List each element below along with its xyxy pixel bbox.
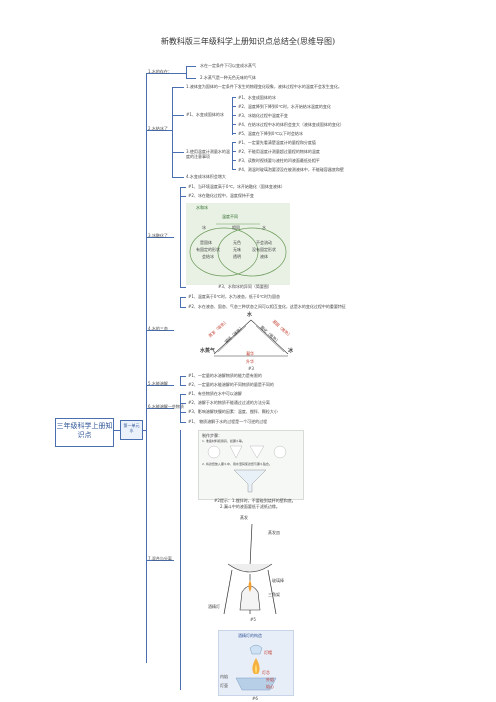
evap-label: 酒精灯: [208, 604, 220, 609]
lamp-label: 焰心: [266, 684, 274, 689]
filter-step: 1. 准备材料和用具，如漏斗等。: [202, 439, 245, 443]
section-2-item: #1、一定要先看清楚温度计的量程和分度值: [238, 140, 316, 145]
section-3-item: #2、冰在融化过程中，温度保持不变: [188, 193, 254, 198]
section-2-sub-label: #1、水变成固体的冰: [186, 112, 224, 117]
venn-center: 相同: [232, 225, 240, 230]
cycle-top: 水: [247, 312, 253, 318]
section-5-label: 5.水能溶解: [148, 381, 168, 386]
section-2-item: 1.液体变为固体的一定条件下发生的物理变化现象，液体过程中水的温度不会发生变化。: [186, 84, 342, 89]
venn-center-item: 透明: [233, 254, 241, 259]
filter-steps-label: 制作步骤：: [202, 433, 222, 438]
section-7-label: 7.混合与分离: [148, 556, 172, 561]
evaporation-apparatus: [223, 523, 277, 615]
cycle-right: 冰: [288, 348, 294, 354]
lamp-label: 灯芯: [262, 670, 270, 675]
venn-center-item: 无色: [233, 240, 241, 245]
section-5-item: #1、一定量的水溶解物质的能力是有限的: [188, 373, 262, 378]
section-1-item: 2.水蒸气是一种无色无味的气体: [200, 75, 256, 80]
evap-label: 三角架: [268, 592, 280, 597]
venn-subtitle: 温度不同: [222, 214, 238, 219]
filter-note: #2提示：1.搅拌时，不要碰到烧杯的壁和底。: [214, 498, 296, 503]
venn-left-item: 有固定的形状: [196, 247, 220, 252]
section-4-item: #2、水在液态、固态、气态三种状态之间可以相互变化，这是水的变化过程中的重要特征: [188, 304, 346, 309]
section-6-label: 6.水能溶解一些物质: [148, 404, 184, 409]
state-change-diagram: [213, 319, 289, 357]
venn-right-item: 液体: [260, 254, 268, 259]
evap-label: 玻璃棒: [272, 578, 284, 583]
venn-caption: #3、水和冰的异同（简要图）: [218, 284, 272, 289]
section-6-item: #1、 物质溶解于水的过程是一个可逆的过程: [188, 419, 268, 424]
section-2-label: 2.水结冰了: [148, 126, 168, 131]
lamp-title: 酒精灯的构造: [238, 633, 262, 638]
lamp-caption: #6: [252, 696, 258, 701]
evap-title: 蒸发: [240, 515, 248, 520]
section-1-item: 水在一定条件下可以变成水蒸气: [200, 63, 256, 68]
section-2-item: 4.水变成冰体积会增大: [186, 174, 226, 179]
section-5-item: #2、一定量的水能溶解的不同物质的量是不同的: [188, 382, 274, 387]
cycle-caption: #3: [248, 366, 254, 371]
section-4-label: 4.水的三态: [148, 326, 168, 331]
venn-right-item: 不会流动: [256, 240, 272, 245]
filter-note: 2.漏斗中的液面要低于滤纸边缘。: [220, 504, 280, 509]
section-3-item: #1、当环境温度高于0℃，冰开始融化（固体变液体）: [188, 184, 285, 189]
venn-center-item: 无味: [233, 247, 241, 252]
unit-branch: 第一单元 水: [120, 420, 143, 440]
lamp-label: 灯帽: [264, 650, 272, 655]
evap-label: 蒸发皿: [268, 530, 280, 535]
section-2-item: #3、读数时视线要与液柱的凹液面最低处相平: [238, 158, 320, 163]
section-2-item: #4、测温时玻璃泡要浸没在被测液体中，不能碰容器底和壁: [238, 167, 344, 172]
cycle-label-sublime: 升华: [246, 359, 254, 364]
section-6-item: #3、影响溶解快慢的因素：温度、搅拌、颗粒大小: [188, 409, 278, 414]
venn-right: 水: [262, 225, 266, 230]
cycle-left: 水蒸气: [200, 348, 216, 354]
section-2-item: #2、温度降到下降到0℃时，水开始结冰温度的变化: [238, 104, 331, 109]
venn-circles: [189, 223, 287, 277]
venn-right-item: 没有固定形状: [252, 247, 276, 252]
section-2-item: #4、在结冰过程中水的体积会变大（液体变成固体的变化）: [238, 122, 344, 127]
venn-left-item: 是固体: [200, 240, 212, 245]
section-6-item: #1、有些物质在水中可以溶解: [188, 391, 242, 396]
evap-caption: #5: [250, 617, 256, 622]
cycle-label-deposit: 凝华: [246, 351, 254, 356]
section-6-item: #2、溶解于水的物质不能通过过滤的方法分离: [188, 400, 270, 405]
venn-left-item: 会结冰: [202, 254, 214, 259]
section-1-label: 1.水的存在：: [148, 69, 172, 74]
page-title: 新教科版三年级科学上册知识点总结全(思维导图): [160, 37, 336, 46]
funnel-icon: [233, 469, 267, 493]
lamp-label: 外焰: [266, 677, 274, 682]
alcohol-lamp: [235, 644, 277, 691]
section-3-label: 3.冰融化了: [148, 233, 168, 238]
venn-left: 冰: [202, 225, 206, 230]
section-2-item: 3.使用温度计测量水的温度的注意事项: [186, 149, 230, 159]
filter-step: 2. 将滤纸放入漏斗中，用水湿润使滤纸与漏斗贴合。: [202, 462, 272, 466]
lamp-label: 灯壶: [220, 683, 228, 688]
section-2-item: #1、水变成固体的冰: [238, 95, 276, 100]
mindmap-root: 三年级科学上册知识点: [55, 418, 114, 447]
section-2-item: #5、温度在下降到0℃以下时会结冰: [238, 131, 303, 136]
section-2-item: #2、不能用温度计测量超过量程的物体的温度: [238, 149, 320, 154]
lamp-label: 内焰: [220, 674, 228, 679]
venn-title: 水和冰: [196, 205, 208, 210]
filter-paper-icons: [207, 445, 287, 459]
section-2-item: #3、冰熔化过程中温度不变: [238, 113, 288, 118]
section-4-item: #1、温度高于0℃时，水为液态，低于0℃时为固态: [188, 294, 280, 299]
